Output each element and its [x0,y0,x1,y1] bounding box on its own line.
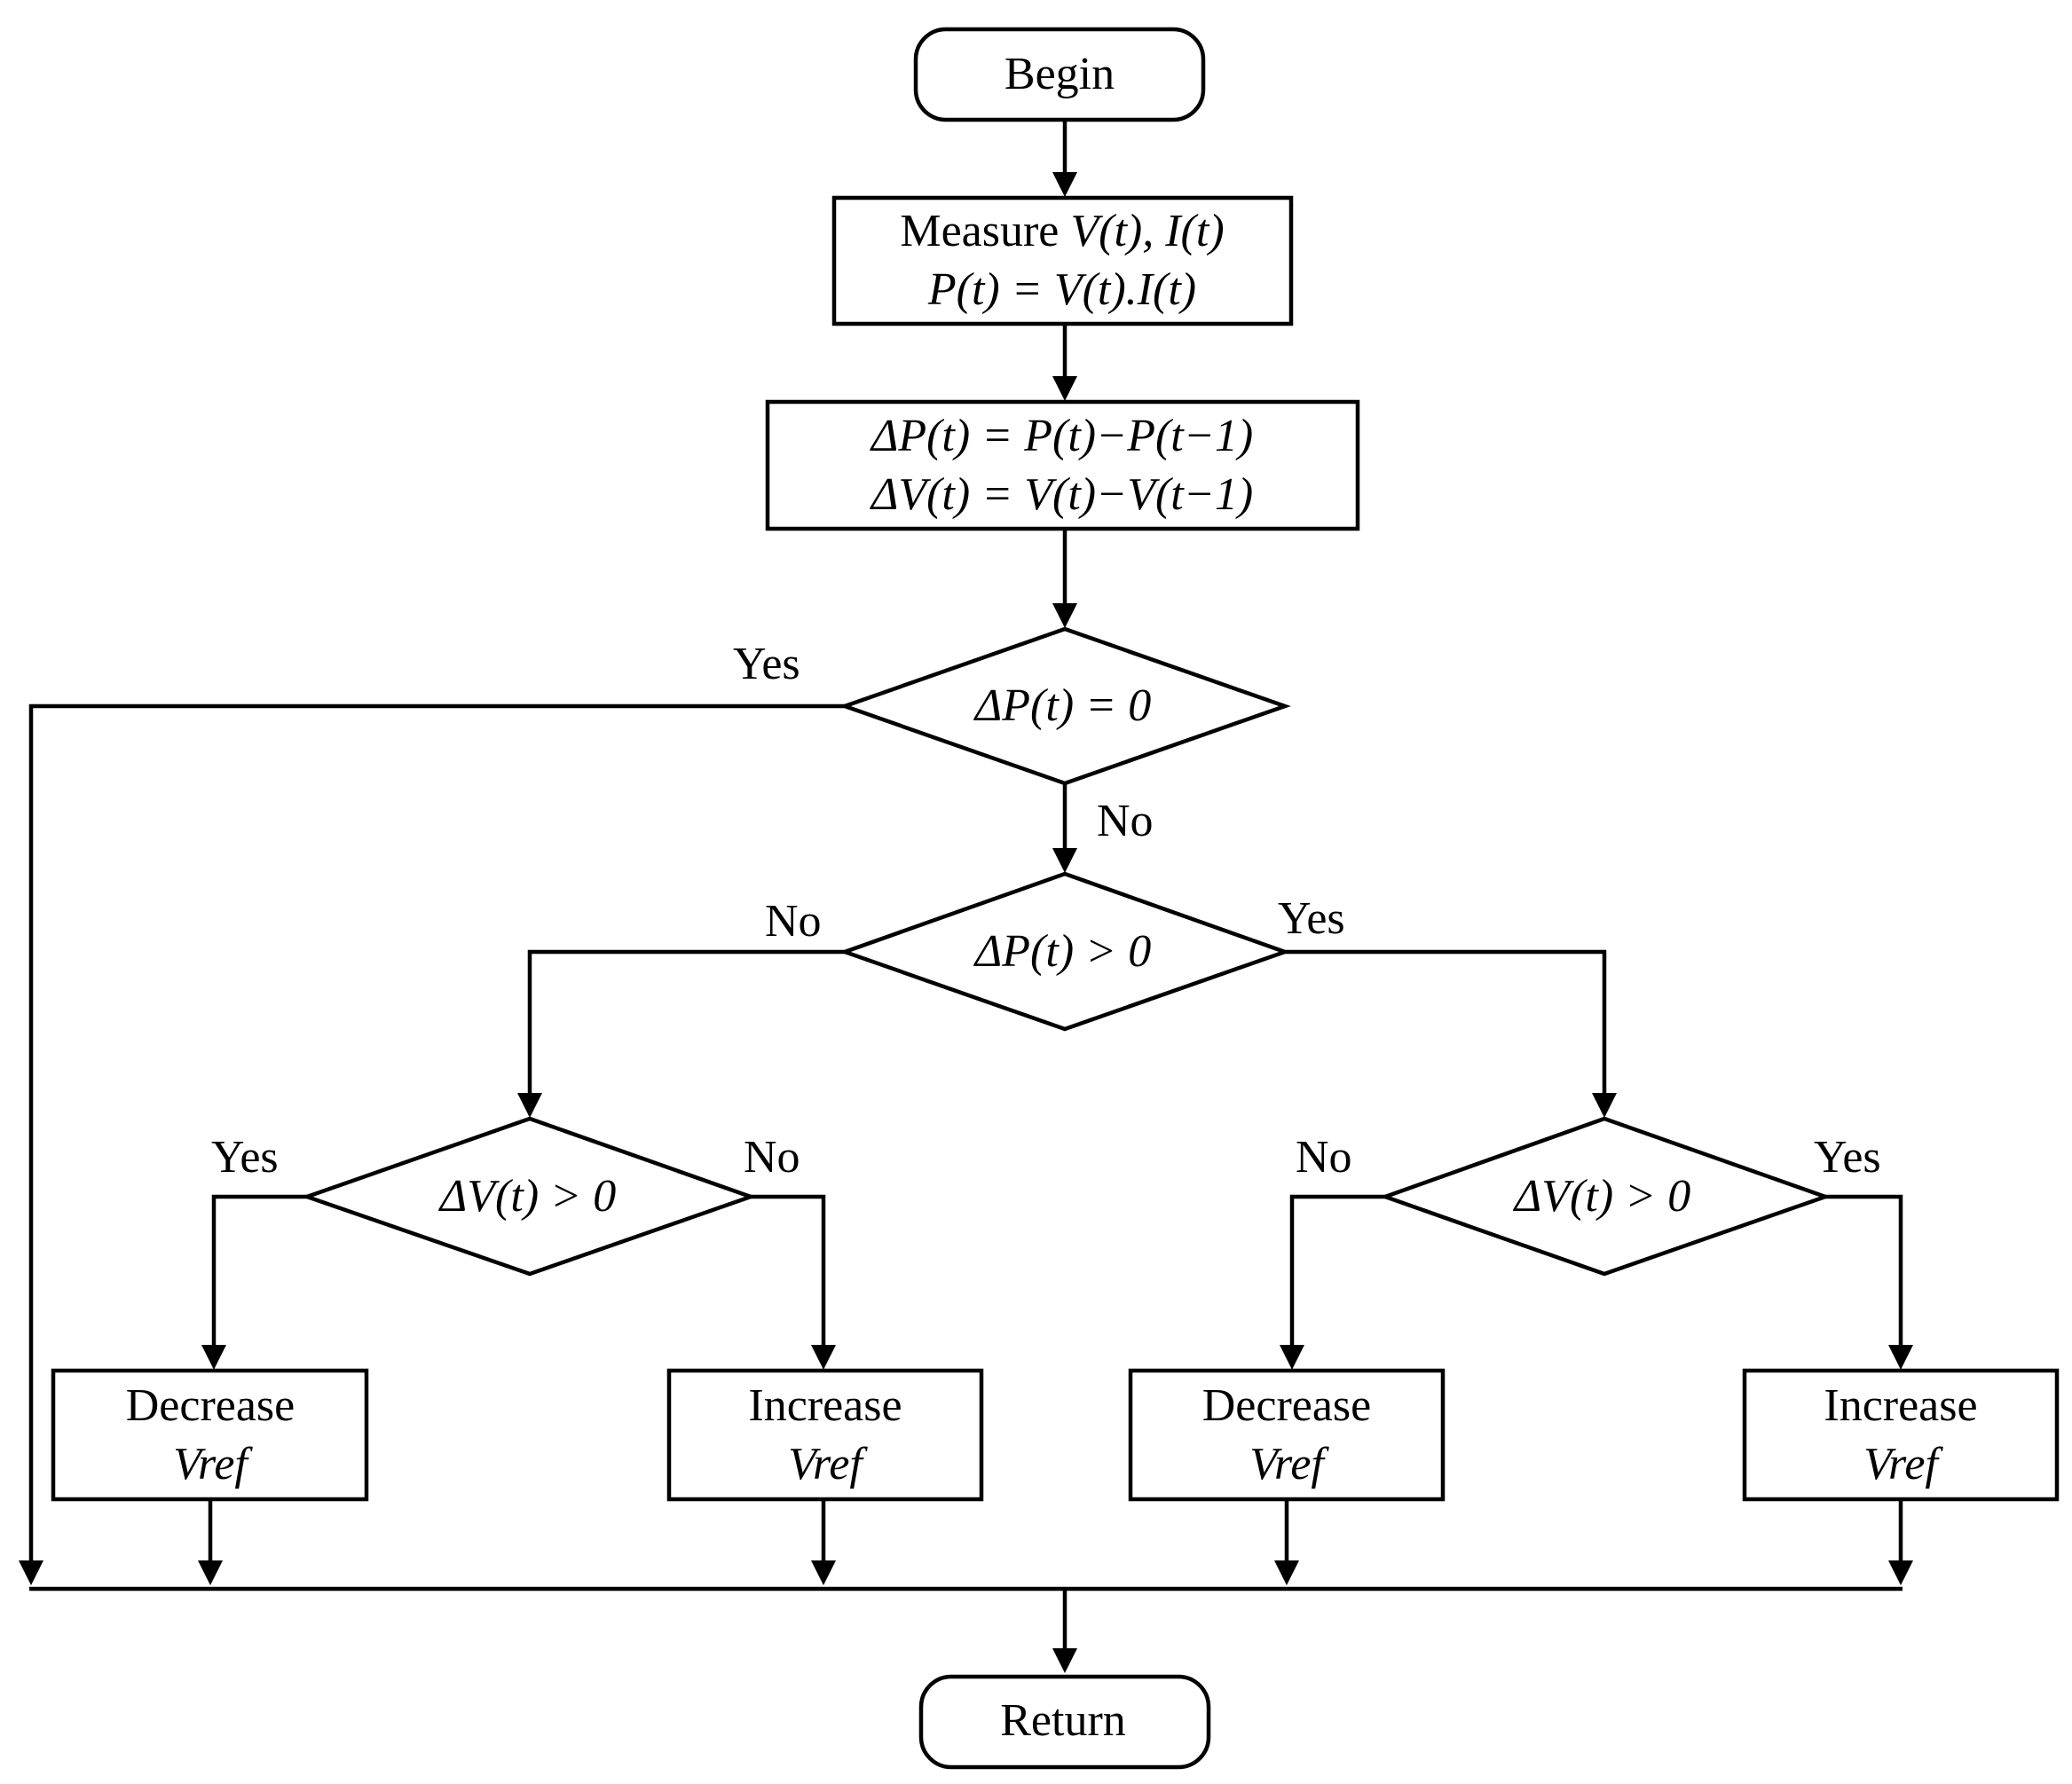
arrowhead-delta [1052,376,1077,401]
label-dv-right-yes: Yes [1814,1132,1881,1183]
decrease-left-box [51,1368,369,1502]
decrease-left-word: Decrease [126,1380,295,1431]
label-dv-left-no: No [744,1132,800,1183]
label-dp-pos-no: No [765,896,822,947]
label-dp-zero-no: No [1097,796,1154,846]
arrowhead-bus-decright [1274,1560,1299,1585]
label-dp-pos-yes: Yes [1278,893,1345,944]
decrease-left-node: Decrease Vref [51,1368,369,1502]
arrowhead-return [1052,1648,1077,1673]
arrowhead-bus-incright [1888,1560,1913,1585]
decision-dv-right-shape [1379,1116,1832,1277]
delta-box [765,399,1360,531]
edge-dvright-yes [1825,1194,1903,1347]
arrowhead-decleft [201,1345,226,1370]
arrowhead-bus-yes [19,1560,43,1585]
decision-dv-left-shape [301,1116,757,1277]
arrowhead-dpzero [1052,603,1077,628]
decision-dv-left: ΔV(t) > 0 [301,1116,757,1277]
label-dv-left-yes: Yes [211,1132,279,1183]
edge-dppos-no [527,949,845,1095]
arrowhead-incleft [811,1345,836,1370]
decrease-right-node: Decrease Vref [1128,1368,1446,1502]
decision-dp-pos-text: ΔP(t) > 0 [973,926,1151,977]
label-dp-zero-yes: Yes [733,639,800,689]
increase-left-word: Increase [748,1380,902,1431]
decision-dp-zero: ΔP(t) = 0 [839,626,1291,786]
measure-line1-vars: V(t), I(t) [1070,206,1224,256]
begin-node: Begin [913,27,1206,122]
measure-box [831,195,1294,326]
arrowhead-bus-decleft [198,1560,223,1585]
decision-dp-pos-shape [839,871,1291,1032]
measure-line2: P(t) = V(t).I(t) [927,264,1196,315]
decision-dv-right: ΔV(t) > 0 [1379,1116,1832,1277]
return-node: Return [918,1674,1211,1770]
increase-left-var: Vref [788,1439,868,1489]
decision-dp-pos: ΔP(t) > 0 [839,871,1291,1032]
delta-line2: ΔV(t) = V(t)−V(t−1) [870,469,1253,520]
decrease-right-box [1128,1368,1446,1502]
begin-text: Begin [1004,49,1115,99]
return-text: Return [1000,1695,1126,1746]
arrowhead-bus-incleft [811,1560,836,1585]
measure-line1: Measure V(t), I(t) [900,206,1224,256]
edge-dvright-no [1289,1194,1385,1347]
decrease-right-word: Decrease [1202,1380,1372,1431]
arrowheads [19,172,1913,1673]
decision-dp-zero-shape [839,626,1291,786]
edge-dvleft-yes [211,1194,307,1347]
begin-terminal-shape [913,27,1206,122]
increase-right-node: Increase Vref [1742,1368,2060,1502]
arrowhead-dppos [1052,848,1077,873]
decrease-right-var: Vref [1249,1439,1329,1489]
measure-line1-prefix: Measure [900,206,1070,256]
edge-dpzero-yes-bypass [28,703,845,1561]
decision-dv-left-text: ΔV(t) > 0 [438,1171,616,1222]
edge-dppos-yes [1285,949,1607,1095]
decision-dp-zero-text: ΔP(t) = 0 [973,680,1151,731]
increase-right-word: Increase [1824,1380,1977,1431]
increase-left-box [666,1368,984,1502]
edge-dvleft-no [751,1194,826,1347]
delta-node: ΔP(t) = P(t)−P(t−1) ΔV(t) = V(t)−V(t−1) [765,399,1360,531]
measure-node: Measure V(t), I(t) P(t) = V(t).I(t) [831,195,1294,326]
increase-left-node: Increase Vref [666,1368,984,1502]
arrowhead-dvleft [517,1093,542,1118]
return-terminal-shape [918,1674,1211,1770]
increase-right-box [1742,1368,2060,1502]
arrowhead-measure [1052,172,1077,197]
branch-labels: Yes No No Yes Yes No No Yes [211,639,1881,1183]
arrowhead-incright [1888,1345,1913,1370]
label-dv-right-no: No [1296,1132,1352,1183]
delta-line1: ΔP(t) = P(t)−P(t−1) [870,411,1253,461]
arrowhead-dvright [1592,1093,1617,1118]
connectors [28,120,1903,1650]
arrowhead-decright [1280,1345,1304,1370]
increase-right-var: Vref [1863,1439,1943,1489]
decrease-left-var: Vref [173,1439,253,1489]
decision-dv-right-text: ΔV(t) > 0 [1513,1171,1690,1222]
